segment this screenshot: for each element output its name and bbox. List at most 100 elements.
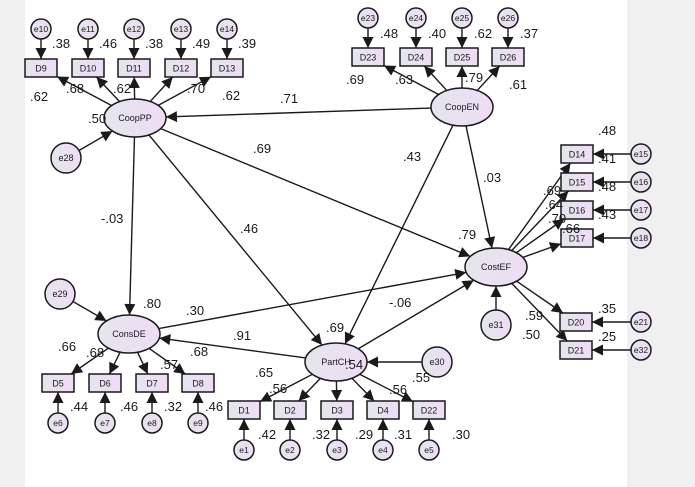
r2-d26: .37 [520,26,538,41]
latent-partch[interactable] [304,342,368,382]
indicator-label-d14: D14 [569,150,586,160]
indicator-label-d12: D12 [173,64,190,74]
error-e2-label: e2 [285,445,295,455]
error-e4[interactable] [372,439,394,461]
error-e9-label: e9 [193,418,203,428]
error-e15-label: e15 [634,149,648,159]
indicator-d11[interactable] [117,58,151,78]
disturbance-e30[interactable] [421,346,453,378]
path-cooppp-to-consde [124,136,136,316]
latent-costef[interactable] [464,247,528,287]
indicator-d9[interactable] [24,58,58,78]
indicator-d10[interactable] [71,58,105,78]
error-e25[interactable] [451,7,473,29]
indicator-d16[interactable] [560,200,594,220]
error-e24[interactable] [405,7,427,29]
indicator-d23[interactable] [351,47,385,67]
indicator-d14[interactable] [560,144,594,164]
loading-arrow-d15 [511,190,569,252]
error-e9[interactable] [187,412,209,434]
indicator-d2[interactable] [273,400,307,420]
path-coef-coopen-partch: .43 [403,149,421,164]
indicator-d1[interactable] [227,400,261,420]
loading-d23: .69 [346,72,364,87]
r2-d1: .42 [258,427,276,442]
error-e10[interactable] [30,18,52,40]
error-e3-label: e3 [332,445,342,455]
indicator-label-d8: D8 [192,379,204,389]
error-e8[interactable] [141,412,163,434]
indicator-label-d1: D1 [238,406,250,416]
indicator-d6[interactable] [88,373,122,393]
r2-d10: .46 [99,36,117,51]
error-e2[interactable] [279,439,301,461]
r2-d25: .62 [474,26,492,41]
error-e4-label: e4 [378,445,388,455]
indicator-d8[interactable] [181,373,215,393]
error-e11[interactable] [77,18,99,40]
loading-arrow-d14 [507,162,572,251]
loading-d4: .56 [389,382,407,397]
error-e15[interactable] [630,143,652,165]
latent-coopen[interactable] [430,87,494,127]
indicator-d25[interactable] [445,47,479,67]
indicator-d21[interactable] [559,340,593,360]
indicator-d20[interactable] [559,312,593,332]
error-e21-label: e21 [634,317,648,327]
loading-d25: .79 [465,70,483,85]
indicator-d4[interactable] [366,400,400,420]
indicator-d17[interactable] [560,228,594,248]
indicator-d5[interactable] [41,373,75,393]
error-e14-label: e14 [220,24,234,34]
error-e12[interactable] [123,18,145,40]
error-e16[interactable] [630,171,652,193]
disturbance-arrow-e28 [78,130,113,152]
error-e11-label: e11 [81,24,95,34]
indicator-d26[interactable] [491,47,525,67]
disturbance-e31[interactable] [480,309,512,341]
error-e17[interactable] [630,199,652,221]
error-e13[interactable] [170,18,192,40]
error-e18[interactable] [630,227,652,249]
latent-label-coopen: CoopEN [445,102,479,112]
disturbance-e28[interactable] [50,142,82,174]
loading-arrow-d20 [516,280,564,314]
latent-consde[interactable] [97,314,161,354]
loading-arrow-d10 [95,76,121,103]
indicator-d12[interactable] [164,58,198,78]
loading-d24: .63 [395,72,413,87]
indicator-d13[interactable] [210,58,244,78]
error-e21[interactable] [630,311,652,333]
error-e1[interactable] [233,439,255,461]
indicator-label-d20: D20 [568,318,585,328]
loading-d21: .50 [522,327,540,342]
indicator-d3[interactable] [320,400,354,420]
error-e26[interactable] [497,7,519,29]
latent-cooppp[interactable] [103,98,167,138]
indicator-d22[interactable] [412,400,446,420]
error-e13-label: e13 [174,24,188,34]
error-e3[interactable] [326,439,348,461]
indicator-d24[interactable] [399,47,433,67]
indicator-d7[interactable] [135,373,169,393]
latent-label-costef: CostEF [481,262,512,272]
error-e5[interactable] [418,439,440,461]
loading-d7: .57 [160,357,178,372]
r2-d6: .46 [120,399,138,414]
loading-arrow-d12 [149,76,174,102]
error-e14[interactable] [216,18,238,40]
loading-d15: .64 [545,197,563,212]
error-e6[interactable] [47,412,69,434]
path-partch-to-consde [159,334,306,359]
r2-d24: .40 [428,26,446,41]
error-e23[interactable] [357,7,379,29]
error-e32[interactable] [630,339,652,361]
error-e5-label: e5 [424,445,434,455]
loading-d11: .62 [113,81,131,96]
indicator-label-d10: D10 [80,64,97,74]
disturbance-e29[interactable] [44,278,76,310]
error-e7[interactable] [94,412,116,434]
labels-layer: .71.69-.03.46.43.03.30.91-.06.50.79.80.6… [30,26,616,442]
indicator-d15[interactable] [560,172,594,192]
